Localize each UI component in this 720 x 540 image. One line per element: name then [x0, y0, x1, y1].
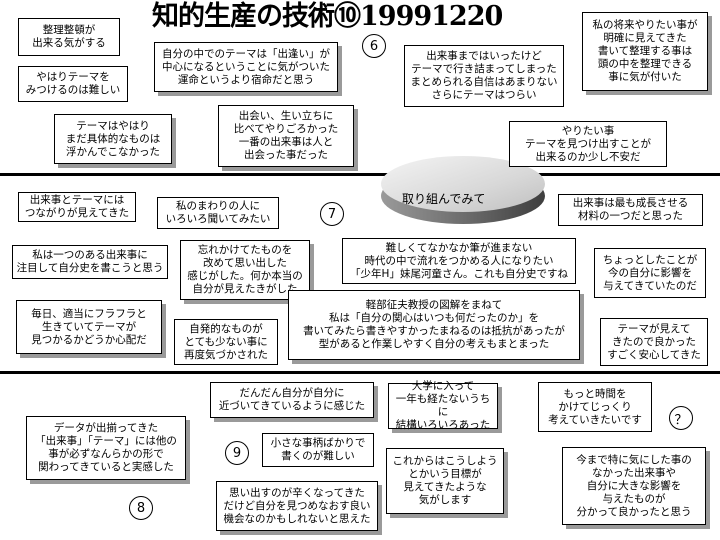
- note-card: 私は一つのある出来事に 注目して自分史を書こうと思う: [12, 245, 168, 279]
- note-card: 自発的なものが とても少ない事に 再度気づかされた: [174, 319, 278, 365]
- note-card: 小さな事柄ばかりで 書くのが難しい: [262, 433, 374, 467]
- note-card: これからはこうしよう とかいう目標が 見えてきたような 気がします: [386, 448, 504, 514]
- note-card: テーマが見えて きたので良かった すごく安心してきた: [600, 318, 708, 366]
- note-card: 毎日、適当にフラフラと 生きていてテーマが 見つかるかどうか心配だ: [16, 300, 162, 354]
- page-title: 知的生産の技術⑩19991220: [152, 1, 503, 32]
- section-number-9: 9: [225, 441, 249, 465]
- question-mark-circle: ？: [669, 406, 693, 430]
- divider-line-lower: [0, 371, 720, 374]
- section-number-6: 6: [362, 34, 386, 58]
- note-card: だんだん自分が自分に 近づいてきているように感じた: [210, 382, 374, 418]
- note-card: 整理整頓が 出来る気がする: [18, 18, 120, 56]
- note-card: 自分の中でのテーマは「出逢い」が 中心になるということに気がついた 運命というよ…: [154, 42, 338, 92]
- center-label: 取り組んでみて: [402, 192, 486, 206]
- section-number-8: 8: [129, 496, 153, 520]
- note-card: 難しくてなかなか筆が進まない 時代の中で流れをつかめる人になりたい 「少年H」妹…: [342, 238, 576, 284]
- divider-line-upper: [0, 173, 720, 176]
- note-card: 思い出すのが辛くなってきた だけど自分を見つめなおす良い 機会なのかもしれないと…: [216, 481, 378, 531]
- center-disc: [381, 156, 545, 224]
- note-card: 大学に入って 一年も経たないうちに 結構いろいろあった: [388, 380, 498, 431]
- section-number-7: 7: [320, 202, 344, 226]
- note-card: やはりテーマを みつけるのは難しい: [18, 66, 128, 102]
- note-card: 出来事は最も成長させる 材料の一つだと思った: [558, 194, 703, 226]
- note-card: 出来事まではいったけど テーマで行き詰まってしまった まとめられる自信はあまりな…: [404, 45, 564, 107]
- note-card: もっと時間を かけてじっくり 考えていきたいです: [538, 382, 652, 432]
- note-card: 出会い、生い立ちに 比べてやりごろかった 一番の出来事は人と 出会った事だった: [218, 105, 354, 167]
- note-card: 出来事とテーマには つながりが見えてきた: [18, 192, 136, 222]
- note-card: ちょっとしたことが 今の自分に影響を 与えてきていたのだ: [594, 248, 706, 298]
- note-card: やりたい事 テーマを見つけ出すことが 出来るのか少し不安だ: [509, 121, 667, 167]
- note-card: 私のまわりの人に いろいろ聞いてみたい: [157, 197, 279, 229]
- note-card: 今まで特に気にした事の なかった出来事や 自分に大きな影響を 与えたものが 分か…: [562, 447, 706, 525]
- note-card: 軽部征夫教授の図解をまねて 私は「自分の関心はいつも何だったのか」を 書いてみた…: [288, 290, 580, 360]
- note-card: テーマはやはり まだ具体的なものは 浮かんでこなかった: [54, 114, 172, 164]
- note-card: データが出揃ってきた 「出来事」「テーマ」には他の 事が必ずなんらかの形で 関わ…: [26, 416, 186, 480]
- note-card: 私の将来やりたい事が 明確に見えてきた 書いて整理する事は 頭の中を整理できる …: [582, 12, 708, 91]
